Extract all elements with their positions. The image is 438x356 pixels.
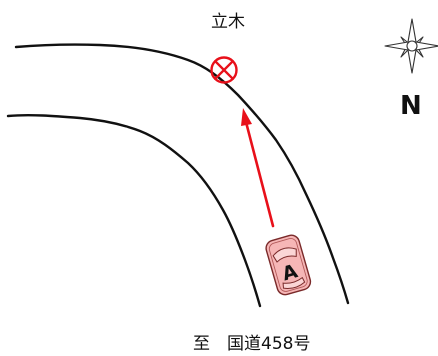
vehicle-rear-window	[282, 276, 306, 289]
road-destination-caption: 至 国道458号	[193, 334, 310, 354]
road-edge-inner	[6, 113, 262, 308]
vehicle-label: A	[280, 260, 300, 285]
vehicle-a: A	[265, 234, 312, 296]
travel-arrow	[241, 108, 275, 228]
compass-star-icon	[384, 18, 438, 74]
vehicle-body-inner	[268, 238, 308, 292]
road-edge-outer	[14, 43, 350, 305]
tree-label: 立木	[211, 12, 245, 32]
road	[6, 43, 350, 308]
tree-target-cross-b	[213, 60, 235, 81]
tree-target: 立木	[210, 12, 245, 84]
travel-arrow-shaft	[244, 120, 275, 228]
vehicle-windshield	[272, 247, 297, 263]
tree-target-circle	[210, 56, 238, 84]
travel-arrow-head	[241, 108, 252, 126]
compass: N	[384, 18, 438, 121]
compass-north-label: N	[400, 91, 422, 121]
